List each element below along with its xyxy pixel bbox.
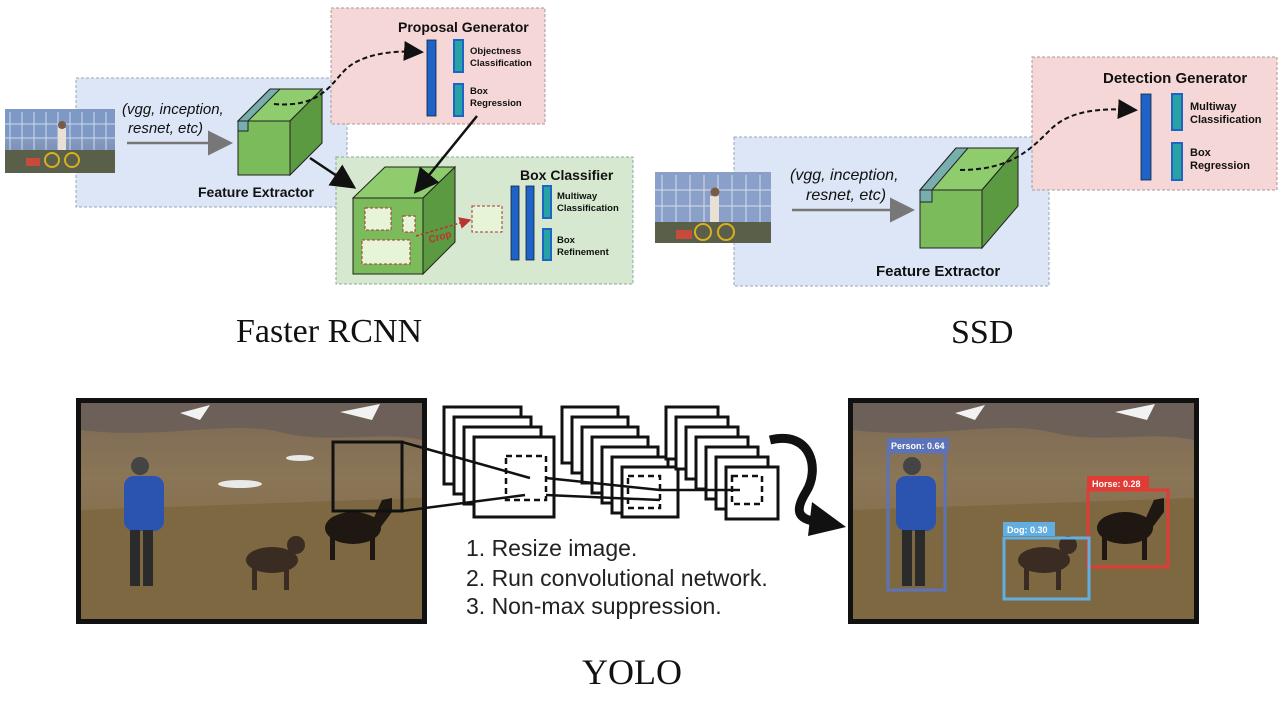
multiway-label-line2: Classification — [557, 203, 619, 214]
ssd-box-regression-label-line1: Box — [1190, 147, 1212, 159]
ssd-caption: SSD — [951, 314, 1013, 351]
network-output-arrowhead — [808, 502, 846, 536]
classifier-layer-bar-1 — [510, 185, 520, 261]
input-photo-thumbnail — [5, 109, 115, 173]
proposals-to-classifier-arrow — [413, 115, 478, 194]
horse-detection-tag — [1087, 476, 1149, 490]
ssd-input-photo-thumbnail — [655, 172, 771, 243]
ssd-multiway-label-line1: Multiway — [1190, 101, 1237, 113]
ssd-feature-extractor-label: Feature Extractor — [876, 263, 1000, 280]
features-to-proposals-arrow — [273, 40, 424, 106]
box-regression-label-line1: Box — [470, 86, 489, 97]
faster-rcnn-diagram: (vgg, inception, resnet, etc) Feature Ex… — [5, 7, 634, 350]
multiway-head-bar — [542, 185, 552, 219]
detection-generator-panel — [1031, 56, 1278, 191]
ssd-features-to-detections-arrow — [959, 99, 1138, 171]
backbone-note-line1: (vgg, inception, — [122, 101, 224, 118]
yolo-step-1: 1. Resize image. — [466, 535, 637, 561]
ssd-backbone-note-line1: (vgg, inception, — [790, 167, 899, 184]
yolo-step-2: 2. Run convolutional network. — [466, 565, 768, 591]
grid-cell-highlight — [331, 440, 404, 513]
network-output-arrow — [768, 433, 821, 527]
proposal-generator-panel — [330, 7, 546, 125]
yolo-diagram: 1. Resize image. 2. Run convolutional ne… — [76, 398, 1199, 692]
ssd-backbone-note-line2: resnet, etc) — [806, 187, 886, 204]
backbone-note-line2: resnet, etc) — [128, 120, 203, 137]
detection-generator-title: Detection Generator — [1103, 70, 1247, 87]
yolo-step-3: 3. Non-max suppression. — [466, 593, 722, 619]
multiway-label-line1: Multiway — [557, 191, 598, 202]
horse-detection-label: Horse: 0.28 — [1092, 479, 1141, 489]
person-detection-tag — [887, 438, 949, 452]
objectness-head-bar — [453, 39, 464, 73]
conv-network-stacks — [442, 405, 780, 521]
faster-rcnn-caption: Faster RCNN — [236, 313, 422, 350]
person-detection-label: Person: 0.64 — [891, 441, 945, 451]
box-classifier-title: Box Classifier — [520, 167, 614, 183]
features-to-classifier-arrow — [309, 156, 357, 189]
cropped-feature-cube — [351, 165, 457, 276]
proposal-generator-title: Proposal Generator — [398, 19, 529, 35]
box-refinement-label-line1: Box — [557, 235, 576, 246]
yolo-input-photo — [76, 398, 427, 624]
ssd-box-regression-label-line2: Regression — [1190, 160, 1250, 172]
box-refinement-label-line2: Refinement — [557, 247, 610, 258]
dog-detection-box — [1002, 536, 1091, 601]
objectness-label-line2: Classification — [470, 58, 532, 69]
box-refinement-head-bar — [542, 228, 552, 261]
box-regression-head-bar — [453, 83, 464, 117]
yolo-output-photo: Person: 0.64 Horse: 0.28 Dog: 0.30 — [848, 398, 1199, 624]
ssd-multiway-head-bar — [1171, 93, 1183, 131]
dog-detection-tag — [1003, 522, 1055, 536]
ssd-diagram: (vgg, inception, resnet, etc) Feature Ex… — [655, 56, 1278, 351]
dog-detection-label: Dog: 0.30 — [1007, 525, 1048, 535]
classifier-layer-bar-2 — [525, 185, 535, 261]
feature-extractor-label: Feature Extractor — [198, 184, 314, 200]
yolo-caption: YOLO — [582, 652, 682, 692]
ssd-multiway-label-line2: Classification — [1190, 114, 1262, 126]
cropped-region — [471, 205, 503, 233]
ssd-box-regression-head-bar — [1171, 142, 1183, 181]
detection-layer-bar — [1140, 93, 1152, 181]
objectness-label-line1: Objectness — [470, 46, 521, 57]
feature-extractor-cube — [236, 87, 324, 177]
crop-arrow — [415, 217, 472, 237]
proposal-layer-bar — [426, 39, 437, 117]
projection-lines — [401, 440, 740, 513]
box-regression-label-line2: Regression — [470, 98, 522, 109]
